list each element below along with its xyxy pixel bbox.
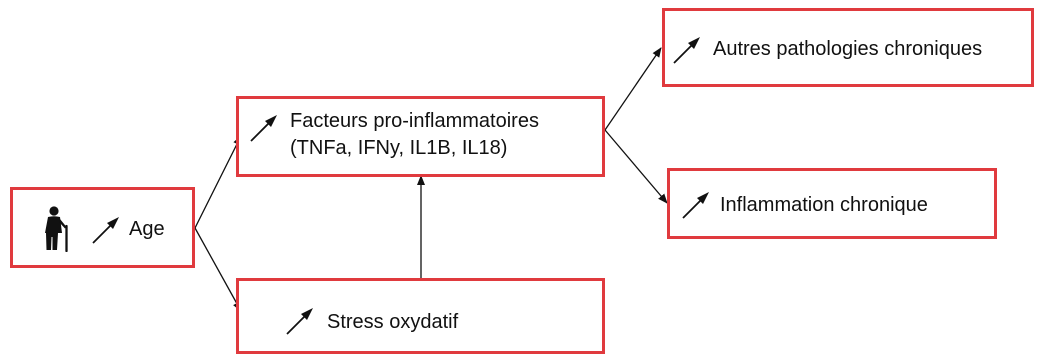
edge-factors-to-autres: [604, 47, 662, 131]
edge-age-to-stress: [194, 227, 242, 312]
increase-arrow-icon: [682, 192, 709, 219]
edge-age-to-factors: [194, 135, 242, 229]
node-facteurs-pro-inflammatoires: Facteurs pro-inflammatoires (TNFa, IFNy,…: [236, 96, 605, 177]
node-stress-oxydatif: Stress oxydatif: [236, 278, 605, 354]
edge-factors-to-inflammation: [604, 129, 668, 204]
node-autres-label: Autres pathologies chroniques: [713, 38, 983, 60]
increase-arrow-icon: [92, 217, 119, 244]
node-autres-pathologies: Autres pathologies chroniques: [662, 8, 1034, 87]
increase-arrow-icon: [673, 37, 700, 64]
node-stress-label: Stress oxydatif: [327, 311, 459, 333]
elderly-person-icon: [45, 206, 68, 252]
increase-arrow-icon: [286, 308, 313, 335]
node-age: Age: [10, 187, 195, 268]
increase-arrow-icon: [250, 115, 277, 142]
node-facteurs-label-line2: (TNFa, IFNy, IL1B, IL18): [290, 137, 508, 159]
node-inflammation-chronique: Inflammation chronique: [667, 168, 997, 239]
node-age-label: Age: [129, 218, 165, 240]
node-inflammation-label: Inflammation chronique: [720, 194, 928, 216]
node-facteurs-label-line1: Facteurs pro-inflammatoires: [290, 110, 539, 132]
